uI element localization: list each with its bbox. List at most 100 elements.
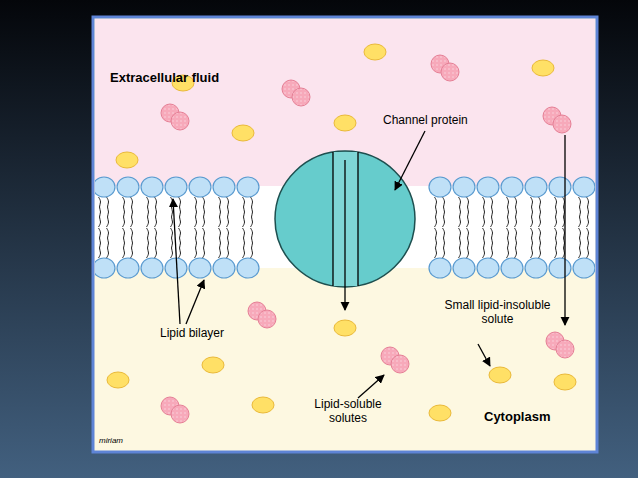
lipid-tail xyxy=(587,228,589,258)
lipid-tail xyxy=(563,228,565,258)
lipid-tail xyxy=(147,197,149,227)
lipid-tail xyxy=(443,228,445,258)
lipid-tail xyxy=(243,197,245,227)
lipid-tail xyxy=(195,228,197,258)
lipid-soluble-solute xyxy=(161,104,189,130)
lipid-tail xyxy=(131,228,133,258)
lipid-tail xyxy=(491,228,493,258)
lipid-tail xyxy=(171,228,173,258)
solute-sphere xyxy=(553,115,571,133)
leader-line xyxy=(478,344,490,366)
arrows xyxy=(173,131,565,398)
phospholipid-head xyxy=(141,258,163,278)
lipid-soluble-solute xyxy=(381,347,409,373)
lipid-tail xyxy=(227,197,229,227)
panel xyxy=(93,17,597,452)
lipid-soluble-solute xyxy=(161,397,189,423)
phospholipid-head xyxy=(141,177,163,197)
phospholipid-head xyxy=(429,258,451,278)
phospholipid-head xyxy=(429,177,451,197)
small-solute xyxy=(532,60,554,76)
lipid-tail xyxy=(99,197,101,227)
channel-wall xyxy=(357,152,358,286)
small-solute xyxy=(489,367,511,383)
lipid-tail xyxy=(587,197,589,227)
solute-sphere xyxy=(441,63,459,81)
lipid-tail xyxy=(483,228,485,258)
lipid-tail xyxy=(219,197,221,227)
phospholipid-head xyxy=(477,177,499,197)
lipid-soluble-solute xyxy=(248,302,276,328)
lipid-tail xyxy=(203,228,205,258)
lipid-soluble-solute xyxy=(431,55,459,81)
region-label: Cytoplasm xyxy=(484,409,584,425)
lipid-soluble-solute xyxy=(546,332,574,358)
solute-sphere xyxy=(171,112,189,130)
phospholipid-head xyxy=(453,258,475,278)
small-solute xyxy=(202,357,224,373)
lipid-tail xyxy=(243,228,245,258)
phospholipid-head xyxy=(549,177,571,197)
leader-line xyxy=(186,280,204,324)
lipid-tail xyxy=(107,228,109,258)
lipid-tail xyxy=(515,197,517,227)
lipid-tail xyxy=(531,228,533,258)
phospholipid-head xyxy=(213,177,235,197)
part-label: Channel protein xyxy=(383,113,503,127)
part-label: Small lipid-insoluble solute xyxy=(440,298,555,327)
solute-sphere xyxy=(258,310,276,328)
lipid-tail xyxy=(147,228,149,258)
small-solute xyxy=(334,115,356,131)
part-label: Lipid-soluble solutes xyxy=(296,397,400,426)
lipid-tail xyxy=(251,228,253,258)
lipid-tail xyxy=(531,197,533,227)
phospholipid-head xyxy=(237,258,259,278)
lipid-tail xyxy=(467,197,469,227)
lipid-soluble-solutes xyxy=(161,55,574,423)
lipid-tail xyxy=(251,197,253,227)
phospholipid-head xyxy=(549,258,571,278)
lipid-tail xyxy=(507,197,509,227)
phospholipid-head xyxy=(117,177,139,197)
phospholipid-head xyxy=(477,258,499,278)
phospholipid-head xyxy=(213,258,235,278)
lipid-tail xyxy=(515,228,517,258)
lipid-tail xyxy=(563,197,565,227)
lipid-tail xyxy=(219,228,221,258)
small-solute xyxy=(429,405,451,421)
lipid-tail xyxy=(179,197,181,227)
phospholipid-head xyxy=(525,177,547,197)
small-solutes xyxy=(107,44,576,421)
lipid-tail xyxy=(491,197,493,227)
lipid-tail xyxy=(107,197,109,227)
solute-sphere xyxy=(391,355,409,373)
lipid-tail xyxy=(555,228,557,258)
lipid-tail xyxy=(435,228,437,258)
phospholipid-head xyxy=(95,177,115,197)
lipid-tail xyxy=(203,197,205,227)
leader-line xyxy=(395,131,425,190)
lipid-tail xyxy=(435,197,437,227)
lipid-tail xyxy=(539,197,541,227)
phospholipid-head xyxy=(165,177,187,197)
small-solute xyxy=(334,320,356,336)
solute-sphere xyxy=(292,88,310,106)
phospholipid-head xyxy=(573,177,595,197)
channel-wall xyxy=(332,152,333,286)
leader-line xyxy=(358,375,384,398)
lipid-tail xyxy=(467,228,469,258)
phospholipid-head xyxy=(95,258,115,278)
lipid-tail xyxy=(155,197,157,227)
lipid-tail xyxy=(459,228,461,258)
watermark: miriam xyxy=(99,436,159,446)
small-solute xyxy=(116,152,138,168)
part-label: Lipid bilayer xyxy=(160,326,260,340)
small-solute xyxy=(107,372,129,388)
lipid-tail xyxy=(131,197,133,227)
lipid-tail xyxy=(483,197,485,227)
lipid-tail xyxy=(579,197,581,227)
transport-arrow xyxy=(564,135,565,325)
